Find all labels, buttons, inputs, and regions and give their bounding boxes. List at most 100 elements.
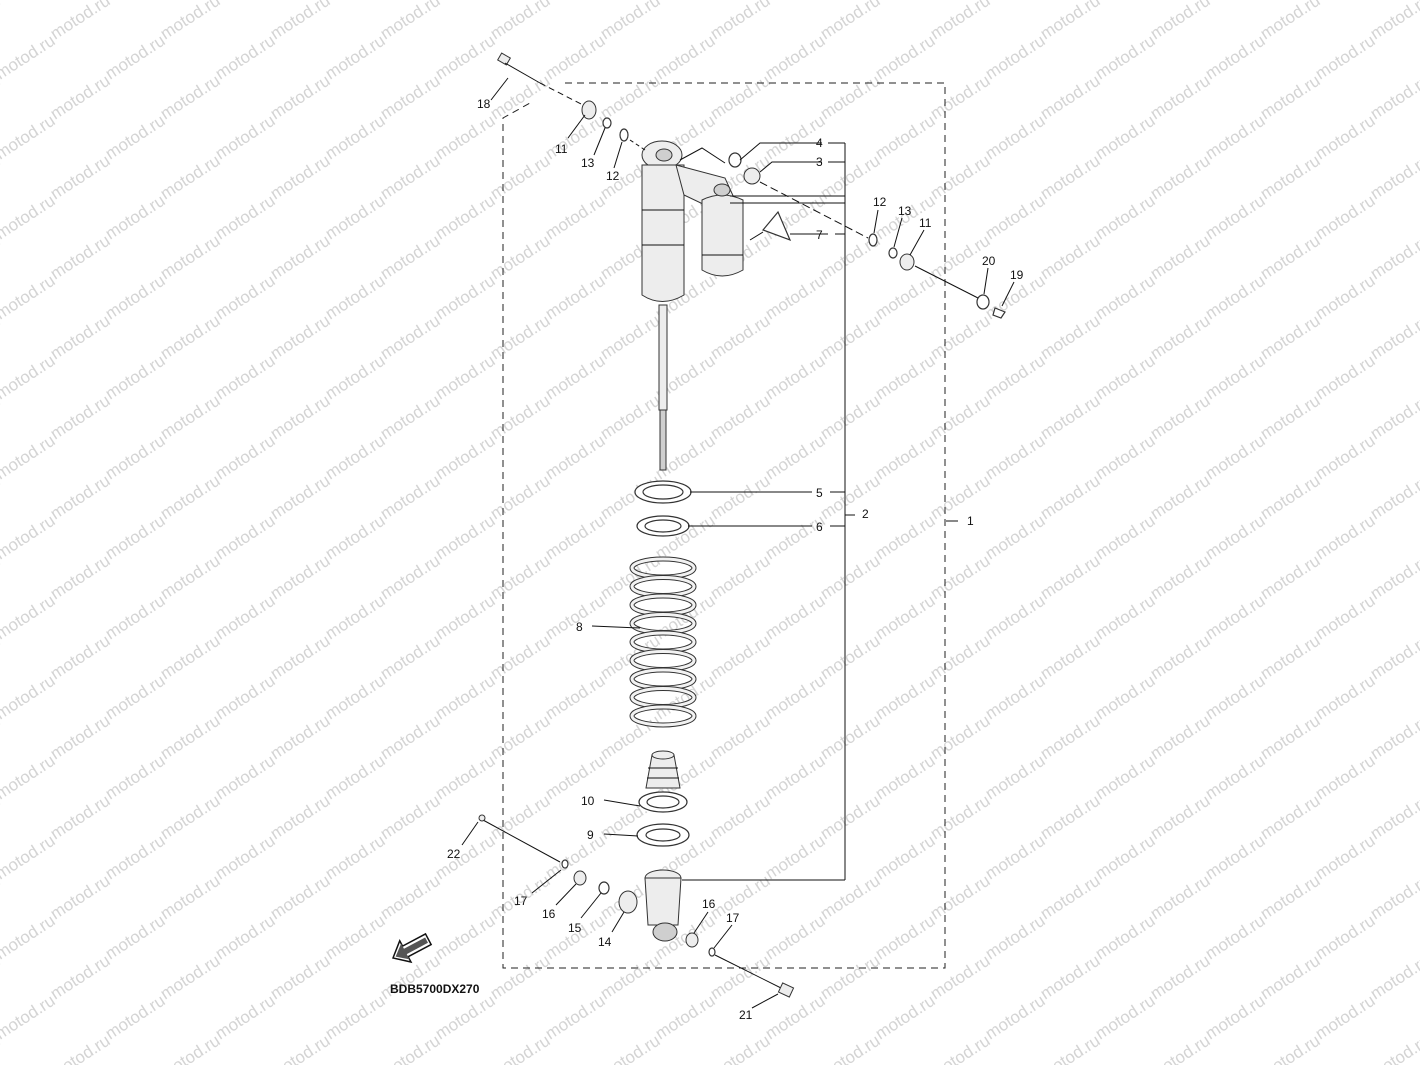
callout-8: 8 (576, 620, 583, 634)
watermark-text: motod.ru (157, 0, 224, 43)
watermark-text: motod.ru (872, 351, 939, 403)
watermark-text: motod.ru (1037, 71, 1104, 123)
callout-11-right: 11 (919, 216, 932, 230)
watermark-text: motod.ru (1312, 271, 1379, 323)
watermark-text: motod.ru (322, 591, 389, 643)
watermark-text: motod.ru (1312, 31, 1379, 83)
watermark-text: motod.ru (1312, 911, 1379, 963)
watermark-text: motod.ru (322, 31, 389, 83)
watermark-text: motod.ru (102, 591, 169, 643)
watermark-text: motod.ru (487, 791, 554, 843)
watermark-text: motod.ru (377, 151, 444, 203)
callout-5: 5 (816, 486, 823, 500)
watermark-text: motod.ru (322, 511, 389, 563)
watermark-text: motod.ru (157, 231, 224, 283)
watermark-text: motod.ru (47, 711, 114, 763)
watermark-text: motod.ru (1257, 871, 1324, 923)
watermark-text: motod.ru (102, 191, 169, 243)
callout-16-right: 16 (702, 897, 716, 911)
watermark-text: motod.ru (982, 751, 1049, 803)
watermark-text: motod.ru (322, 751, 389, 803)
watermark-text: motod.ru (542, 271, 609, 323)
callout-12-right: 12 (873, 195, 887, 209)
watermark-text: motod.ru (47, 0, 114, 43)
watermark-text: motod.ru (102, 671, 169, 723)
watermark-text: motod.ru (817, 791, 884, 843)
lower-clevis (618, 869, 682, 942)
watermark-text: motod.ru (267, 631, 334, 683)
watermark-text: motod.ru (1257, 471, 1324, 523)
watermark-text: motod.ru (1202, 911, 1269, 963)
callout-11-left: 11 (555, 142, 568, 156)
watermark-text: motod.ru (102, 351, 169, 403)
watermark-text: motod.ru (872, 671, 939, 723)
watermark-text: motod.ru (1312, 351, 1379, 403)
callout-18: 18 (477, 97, 491, 111)
upper-left-hardware (496, 52, 646, 151)
watermark-text: motod.ru (1202, 31, 1269, 83)
watermark-text: motod.ru (817, 0, 884, 43)
watermark-text: motod.ru (0, 511, 58, 563)
watermark-text: motod.ru (1092, 271, 1159, 323)
watermark-text: motod.ru (377, 871, 444, 923)
watermark-text: motod.ru (872, 991, 939, 1043)
watermark-text: motod.ru (1147, 0, 1214, 43)
watermark-text: motod.ru (432, 991, 499, 1043)
watermark-text: motod.ru (542, 191, 609, 243)
assembly-boundary (502, 82, 946, 969)
watermark-text: motod.ru (0, 831, 58, 883)
watermark-text: motod.ru (1257, 311, 1324, 363)
watermark-text: motod.ru (982, 671, 1049, 723)
watermark-text: motod.ru (1037, 151, 1104, 203)
watermark-text: motod.ru (102, 431, 169, 483)
watermark-text: motod.ru (1367, 791, 1420, 843)
watermark-text: motod.ru (652, 991, 719, 1043)
watermark-text: motod.ru (487, 391, 554, 443)
watermark-text: motod.ru (102, 831, 169, 883)
spring-coil-highlight (630, 668, 696, 690)
callout-labels: 1 2 3 4 5 6 7 8 9 10 11 11 12 12 13 13 1… (447, 97, 1024, 1022)
watermark-text: motod.ru (487, 1031, 554, 1065)
watermark-text: motod.ru (707, 391, 774, 443)
watermark-text: motod.ru (1367, 551, 1420, 603)
watermark-text: motod.ru (432, 591, 499, 643)
watermark-text: motod.ru (322, 831, 389, 883)
watermark-text: motod.ru (157, 471, 224, 523)
callout-2: 2 (862, 507, 869, 521)
watermark-text: motod.ru (157, 391, 224, 443)
watermark-text: motod.ru (212, 591, 279, 643)
watermark-text: motod.ru (817, 391, 884, 443)
watermark-text: motod.ru (542, 31, 609, 83)
watermark-text: motod.ru (817, 631, 884, 683)
watermark-text: motod.ru (1367, 1031, 1420, 1065)
watermark-text: motod.ru (432, 751, 499, 803)
watermark-text: motod.ru (102, 911, 169, 963)
watermark-text: motod.ru (1092, 0, 1159, 3)
watermark-text: motod.ru (542, 351, 609, 403)
watermark-text: motod.ru (377, 471, 444, 523)
watermark-text: motod.ru (927, 951, 994, 1003)
callout-7: 7 (816, 228, 823, 242)
watermark-text: motod.ru (707, 0, 774, 43)
watermark-text: motod.ru (817, 1031, 884, 1065)
watermark-text: motod.ru (212, 831, 279, 883)
watermark-text: motod.ru (1367, 231, 1420, 283)
watermark-text: motod.ru (102, 111, 169, 163)
watermark-text: motod.ru (322, 271, 389, 323)
watermark-text: motod.ru (1147, 311, 1214, 363)
callout-21: 21 (739, 1008, 753, 1022)
watermark-text: motod.ru (982, 351, 1049, 403)
watermark-text: motod.ru (762, 351, 829, 403)
watermark-text: motod.ru (212, 431, 279, 483)
watermark-text: motod.ru (597, 0, 664, 43)
watermark-text: motod.ru (212, 0, 279, 3)
callout-13-right: 13 (898, 204, 912, 218)
watermark-text: motod.ru (432, 0, 499, 3)
watermark-text: motod.ru (322, 671, 389, 723)
watermark-text: motod.ru (1312, 991, 1379, 1043)
lower-rings (636, 791, 690, 847)
watermark-text: motod.ru (1147, 711, 1214, 763)
watermark-text: motod.ru (652, 31, 719, 83)
watermark-text: motod.ru (982, 31, 1049, 83)
watermark-text: motod.ru (982, 111, 1049, 163)
